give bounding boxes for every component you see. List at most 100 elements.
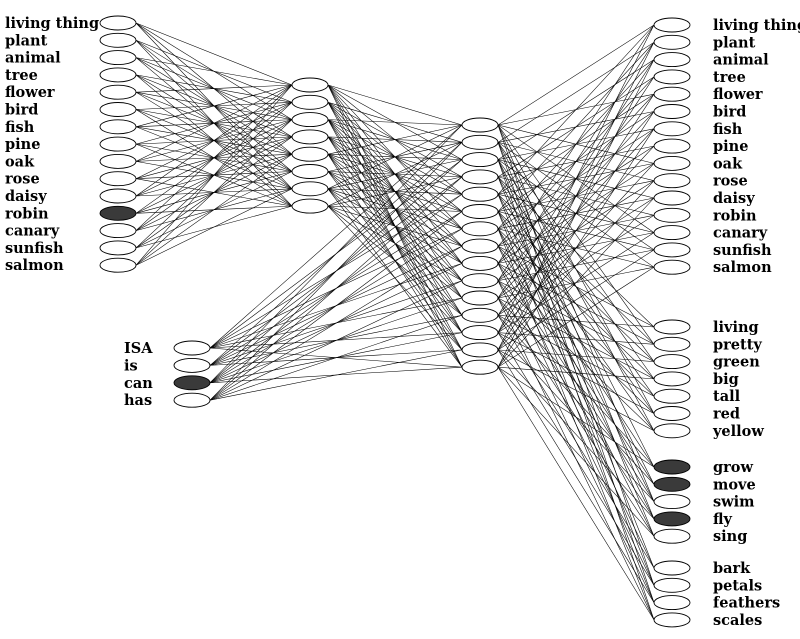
attribute-label-plant: plant xyxy=(713,34,756,51)
item-label-flower: flower xyxy=(5,84,55,101)
connection-line xyxy=(497,176,655,328)
hidden-unit xyxy=(461,134,499,150)
connection-line xyxy=(209,211,463,401)
attribute-label-bark: bark xyxy=(713,560,751,577)
connection-line xyxy=(497,24,655,333)
item-unit-living-thing xyxy=(99,15,137,31)
representation-unit xyxy=(291,129,329,145)
connection-line xyxy=(135,153,293,266)
item-unit-daisy xyxy=(99,188,137,204)
item-unit-flower xyxy=(99,84,137,100)
connection-line xyxy=(327,205,463,316)
item-unit-fish xyxy=(99,119,137,135)
representation-unit xyxy=(291,94,329,110)
attribute-label-tall: tall xyxy=(713,388,741,405)
attribute-label-oak: oak xyxy=(713,155,743,172)
connection-line xyxy=(135,84,293,128)
connection-line xyxy=(135,84,293,266)
connection-line xyxy=(135,119,293,266)
connection-line xyxy=(497,245,655,328)
representation-unit xyxy=(291,77,329,93)
connection-line xyxy=(497,349,655,520)
connection-line xyxy=(497,367,655,537)
relation-label-is: is xyxy=(124,357,138,374)
item-unit-robin-active xyxy=(99,205,137,221)
attribute-unit-daisy xyxy=(653,190,691,206)
connection-line xyxy=(497,42,655,143)
item-unit-pine xyxy=(99,136,137,152)
item-label-daisy: daisy xyxy=(5,188,47,205)
representation-unit xyxy=(291,181,329,197)
attribute-unit-oak xyxy=(653,155,691,171)
hidden-unit xyxy=(461,255,499,271)
attribute-unit-rose xyxy=(653,173,691,189)
representation-unit xyxy=(291,146,329,162)
attribute-label-flower: flower xyxy=(713,86,763,103)
hidden-unit xyxy=(461,238,499,254)
attribute-unit-bird xyxy=(653,104,691,119)
connection-line xyxy=(497,59,655,368)
item-label-fish: fish xyxy=(5,119,35,136)
connection-line xyxy=(497,349,655,603)
hidden-unit xyxy=(461,273,499,289)
attribute-unit-animal xyxy=(653,52,691,68)
attribute-unit-petals xyxy=(653,577,691,593)
connection-line xyxy=(135,84,293,197)
attribute-label-fly: fly xyxy=(713,511,733,528)
attribute-label-sunfish: sunfish xyxy=(713,242,772,259)
hidden-unit xyxy=(461,204,499,219)
connection-line xyxy=(327,205,463,351)
item-label-animal: animal xyxy=(5,50,61,67)
connection-line xyxy=(497,111,655,351)
connection-line xyxy=(497,24,655,195)
attribute-unit-red xyxy=(653,406,691,421)
item-label-tree: tree xyxy=(5,67,38,84)
connection-line xyxy=(135,84,293,231)
item-unit-rose xyxy=(99,171,137,187)
attribute-unit-living-thing xyxy=(653,17,691,33)
connection-line xyxy=(497,249,655,351)
connection-line xyxy=(327,124,463,155)
item-unit-sunfish xyxy=(99,240,137,256)
attribute-unit-move-active xyxy=(653,476,691,492)
item-unit-bird xyxy=(99,102,137,117)
attribute-label-animal: animal xyxy=(713,52,769,69)
unit-labels: living thingplantanimaltreeflowerbirdfis… xyxy=(5,15,800,629)
item-unit-canary xyxy=(99,223,137,239)
hidden-unit xyxy=(461,221,499,237)
connection-line xyxy=(497,42,655,212)
hidden-unit xyxy=(461,359,499,375)
attribute-unit-canary xyxy=(653,225,691,241)
attribute-unit-tree xyxy=(653,69,691,85)
connection-line xyxy=(497,228,655,468)
connection-line xyxy=(135,57,293,86)
connection-line xyxy=(497,194,655,345)
item-label-salmon: salmon xyxy=(5,257,64,274)
attribute-label-canary: canary xyxy=(713,225,768,242)
attribute-unit-sunfish xyxy=(653,242,691,258)
connection-line xyxy=(209,176,463,401)
attribute-label-robin: robin xyxy=(713,207,757,224)
connection-line xyxy=(135,22,293,86)
attribute-label-red: red xyxy=(713,406,740,423)
attribute-unit-scales xyxy=(653,612,691,628)
attribute-label-fish: fish xyxy=(713,121,743,138)
connection-line xyxy=(327,205,463,212)
attribute-label-green: green xyxy=(713,354,760,371)
attribute-label-sing: sing xyxy=(713,528,747,545)
item-unit-salmon xyxy=(99,257,137,273)
attribute-unit-plant xyxy=(653,34,691,50)
hidden-unit xyxy=(461,186,499,202)
hidden-unit xyxy=(461,117,499,133)
attribute-label-feathers: feathers xyxy=(713,595,780,612)
item-label-living-thing: living thing xyxy=(5,15,99,32)
attribute-unit-sing xyxy=(653,528,691,544)
connection-line xyxy=(497,332,655,586)
item-label-bird: bird xyxy=(5,102,38,119)
connection-line xyxy=(497,349,655,362)
connection-line xyxy=(497,315,655,328)
connection-line xyxy=(497,315,655,569)
connection-line xyxy=(209,124,463,383)
attribute-unit-living xyxy=(653,319,691,335)
hidden-unit xyxy=(461,325,499,341)
